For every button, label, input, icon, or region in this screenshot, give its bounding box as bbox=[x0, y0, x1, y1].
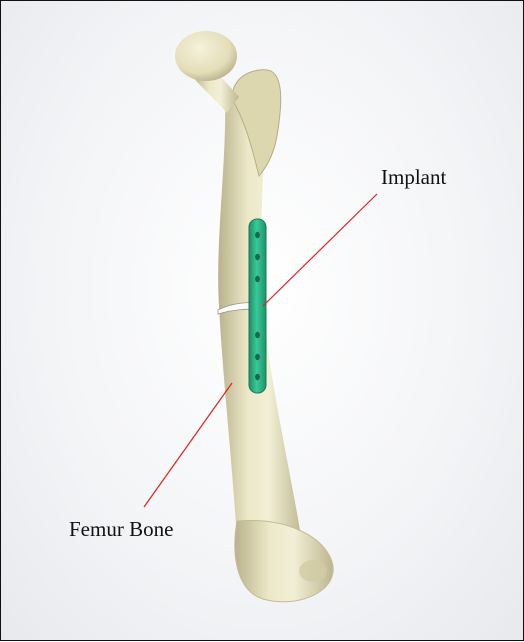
implant-leader-line bbox=[263, 194, 377, 306]
femoral-head bbox=[175, 31, 237, 81]
implant-label: Implant bbox=[381, 165, 446, 189]
femur-leader-line bbox=[144, 383, 232, 507]
condyle-detail bbox=[299, 560, 327, 582]
femur-bone-label: Femur Bone bbox=[69, 517, 173, 541]
